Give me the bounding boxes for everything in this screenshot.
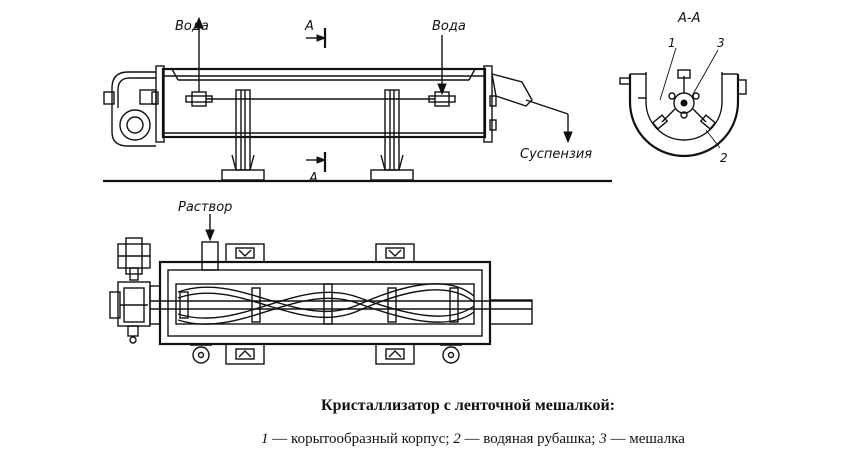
plan-support-top-right [375,243,415,263]
ribbon-support-3 [387,287,397,323]
drive-housing [111,71,156,147]
drive-pulley-outer [119,109,151,141]
legend-text-3: — мешалка [606,431,685,447]
legend-num-2: 2 [453,431,461,447]
ribbon-support-end [179,291,189,319]
caption-legend: 1 — корытообразный корпус; 2 — водяная р… [0,431,856,448]
ribbon-support-1 [251,287,261,323]
solution-inlet [201,241,219,271]
section-jacket [628,74,740,158]
support-left [221,89,265,181]
side-view: Вода Вода A A Суспензия [103,16,612,186]
ribbon-1b [177,289,475,319]
drive-pulley-inner [126,116,144,134]
label-suspension: Суспензия [520,147,592,162]
flange-bolt-right-2 [489,119,497,131]
plan-wheel-right [442,346,460,364]
label-section-top: A [304,19,314,34]
plan-support-top-left [225,243,265,263]
section-view: A-A 1 3 2 [619,11,747,165]
section-lug-right [737,79,747,95]
label-solution: Раствор [178,200,232,215]
water-arrow-right [437,83,447,96]
plan-shaft-extension [489,299,533,325]
support-right-post [384,89,400,171]
ribbon-2b [177,291,475,319]
drive-housing-inner [117,77,156,108]
plan-coupling [149,285,161,325]
label-section-view: A-A [677,11,700,26]
leader-1 [659,47,677,101]
support-right [370,89,414,181]
label-section-bottom: A [308,171,318,186]
leader-3 [691,49,719,97]
ribbon-support-2 [323,283,333,325]
caption-title: Кристаллизатор с ленточной мешалкой: [320,397,616,414]
drive-end-cap [103,91,115,105]
label-part-3: 3 [717,36,725,50]
plan-wheel-left [192,346,210,364]
flange-bolt-right [489,95,497,107]
right-flange [483,65,493,143]
drive-coupling [139,89,157,105]
ribbon-support-4 [449,287,459,323]
legend-text-1: — корытообразный корпус; [268,431,454,447]
section-trough [645,72,723,141]
suspension-arrow [563,131,573,144]
legend-num-3: 3 [599,431,607,447]
solution-arrow [205,229,215,242]
ribbon-2 [177,297,475,325]
ribbon-1 [177,283,475,313]
suspension-line [525,99,569,115]
plan-support-bottom-right [375,343,415,365]
support-left-post [235,89,251,171]
section-blade-left [651,114,669,130]
lid-slope-left [171,68,179,81]
support-right-base [370,169,414,181]
trough-body [161,67,487,139]
section-blade-right [699,114,717,130]
section-blade-top [677,69,691,79]
flange-bolt-left [151,91,159,105]
section-lug-left [619,77,631,85]
label-part-2: 2 [720,151,728,165]
discharge-chute [491,73,533,107]
plan-trough-outer [158,260,492,346]
plan-view: Раствор [109,200,533,365]
legend-num-1: 1 [261,431,269,447]
section-shaft [680,99,688,107]
label-part-1: 1 [668,36,676,50]
water-nozzle-left [191,91,207,107]
plan-support-bottom-left [225,343,265,365]
legend-text-2: — водяная рубашка; [460,431,600,447]
lid-slope-right [468,68,476,81]
label-water-left: Вода [175,19,209,34]
support-left-base [221,169,265,181]
water-arrow-left [194,16,204,29]
leader-2 [705,129,721,149]
label-water-right: Вода [432,19,466,34]
plan-trough-inner [167,269,483,337]
